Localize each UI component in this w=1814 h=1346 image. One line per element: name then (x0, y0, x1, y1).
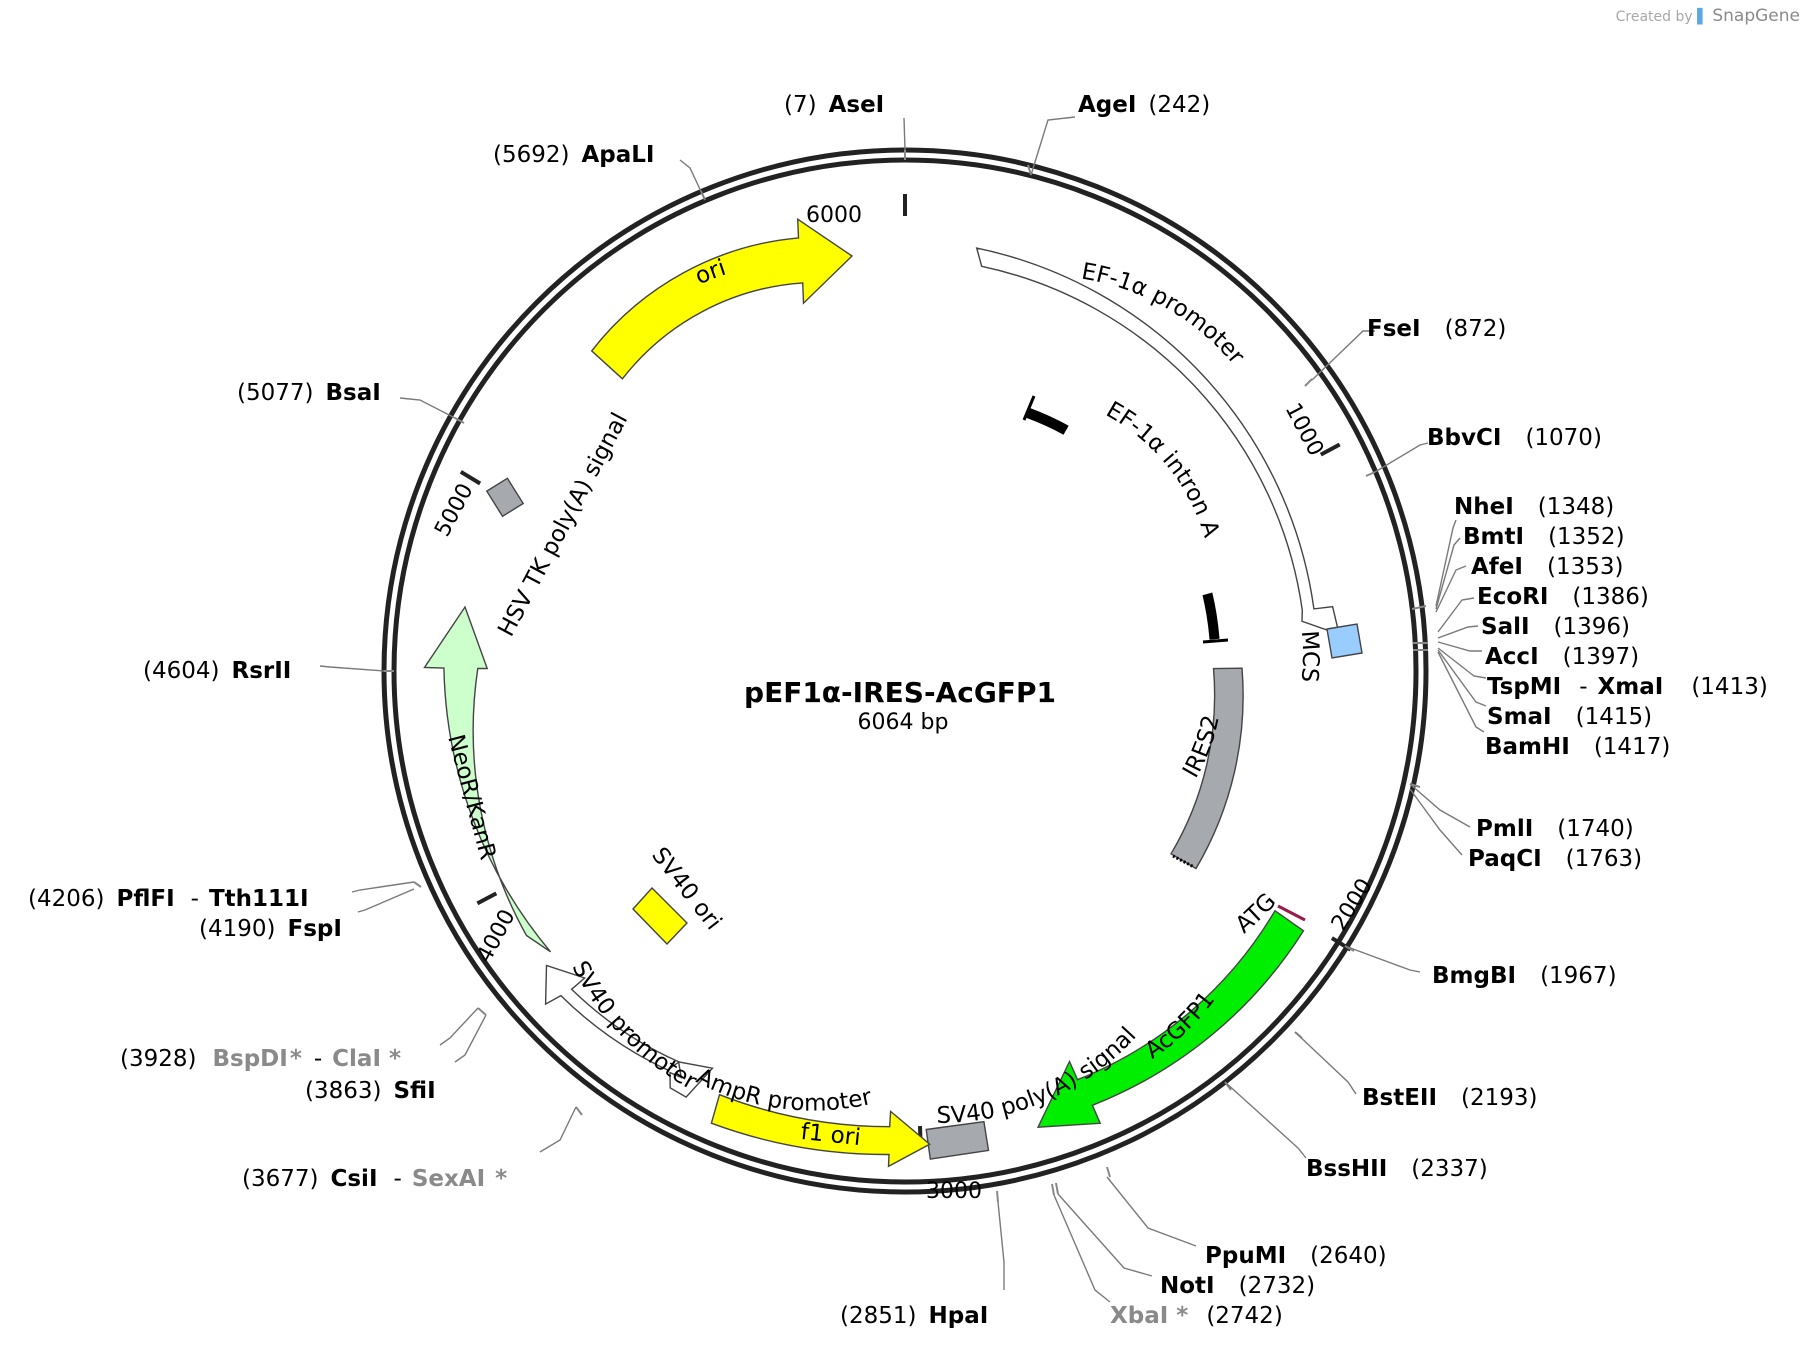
site-bamhi: BamHI(1417) (1485, 734, 1670, 760)
acgfp1-arrow (1036, 909, 1305, 1128)
site-csii-sexai: (3677)CsiI-SexAI* (242, 1166, 507, 1192)
site-paqci: PaqCI(1763) (1468, 846, 1642, 872)
site-noti: NotI(2732) (1160, 1273, 1315, 1299)
tick-1000 (1319, 442, 1341, 457)
site-bsteii: BstEII(2193) (1362, 1085, 1538, 1111)
site-bmti: BmtI(1352) (1463, 524, 1625, 550)
site-bbvci: BbvCI(1070) (1427, 425, 1602, 451)
site-bspdi-clai: (3928)BspDI*-ClaI* (120, 1046, 401, 1072)
site-rsrii: (4604)RsrII (143, 658, 291, 684)
neor-arrow (423, 605, 552, 953)
mcs-box (1326, 623, 1363, 659)
tick-5000 (459, 470, 482, 486)
ires2-block (1170, 667, 1244, 870)
atg-mark (1277, 904, 1306, 922)
site-sali: SalI(1396) (1481, 614, 1630, 640)
site-pmli: PmlI(1740) (1476, 816, 1634, 842)
backbone-inner (391, 157, 1419, 1185)
site-bsai: (5077)BsaI (237, 380, 381, 406)
watermark-created-by: Created by (1615, 9, 1693, 25)
site-sfii: (3863)SfiI (305, 1078, 436, 1104)
site-acci: AccI(1397) (1485, 644, 1639, 670)
mcs-label: MCS (1296, 630, 1324, 684)
site-tspmi-xmai: TspMI-XmaI(1413) (1487, 674, 1768, 700)
tick-label-5000: 5000 (430, 480, 478, 541)
site-asei: (7)AseI (784, 92, 884, 118)
hsv-polya-block (485, 477, 525, 518)
ori-arrow (590, 217, 854, 380)
leader-lines (319, 116, 1487, 1303)
site-agei: AgeI(242) (1078, 92, 1210, 118)
ef1a-intron-end-cap (1202, 638, 1229, 644)
sv40-ori-box (632, 886, 688, 946)
site-smai: SmaI(1415) (1487, 704, 1652, 730)
tick-label-4000: 4000 (472, 906, 520, 967)
ef1a-intron-start-cap (1022, 395, 1036, 421)
site-nhei: NheI(1348) (1454, 494, 1614, 520)
f1-ori-label: f1 ori (800, 1119, 862, 1151)
site-hpai: (2851)HpaI (840, 1303, 988, 1329)
site-xbai: XbaI*(2742) (1110, 1303, 1283, 1329)
plasmid-name: pEF1α-IRES-AcGFP1 (744, 676, 1056, 709)
sv40-promoter-label: SV40 promoter (567, 957, 702, 1095)
site-bmgbi: BmgBI(1967) (1432, 963, 1617, 989)
ef1a-intron-label: EF-1α intron A (1102, 397, 1224, 541)
watermark-brand: SnapGene (1712, 6, 1800, 26)
site-fspi: (4190)FspI (199, 916, 342, 942)
snapgene-logo-icon: ▌ (1697, 9, 1708, 25)
tick-label-6000: 6000 (806, 203, 862, 228)
hsv-polya-label: HSV TK poly(A) signal (493, 409, 633, 641)
tick-label-1000: 1000 (1280, 399, 1328, 460)
site-afei: AfeI(1353) (1471, 554, 1623, 580)
site-bsshii: BssHII(2337) (1306, 1156, 1488, 1182)
sv40-promoter-arrow (544, 964, 681, 1071)
site-apali: (5692)ApaLI (493, 142, 654, 168)
ef1a-intron-bar-2 (1202, 592, 1220, 640)
tick-label-3000: 3000 (926, 1179, 982, 1204)
tick-4000 (476, 891, 498, 906)
tick-marks (459, 194, 1352, 1148)
neor-label: NeoR/KanR (442, 732, 500, 863)
sv40-polya-block (925, 1120, 990, 1160)
site-fsei: FseI(872) (1367, 316, 1506, 342)
ef1a-intron-bar (1026, 408, 1069, 435)
site-ppumi: PpuMI(2640) (1205, 1243, 1387, 1269)
backbone-outer (381, 147, 1429, 1195)
site-pflfi-tth111i: (4206)PflFI-Tth111I (28, 886, 309, 912)
f1-ori-arrow (710, 1093, 931, 1168)
plasmid-size: 6064 bp (858, 710, 949, 735)
watermark: Created by ▌ SnapGene (1616, 6, 1800, 26)
site-ecori: EcoRI(1386) (1477, 584, 1649, 610)
